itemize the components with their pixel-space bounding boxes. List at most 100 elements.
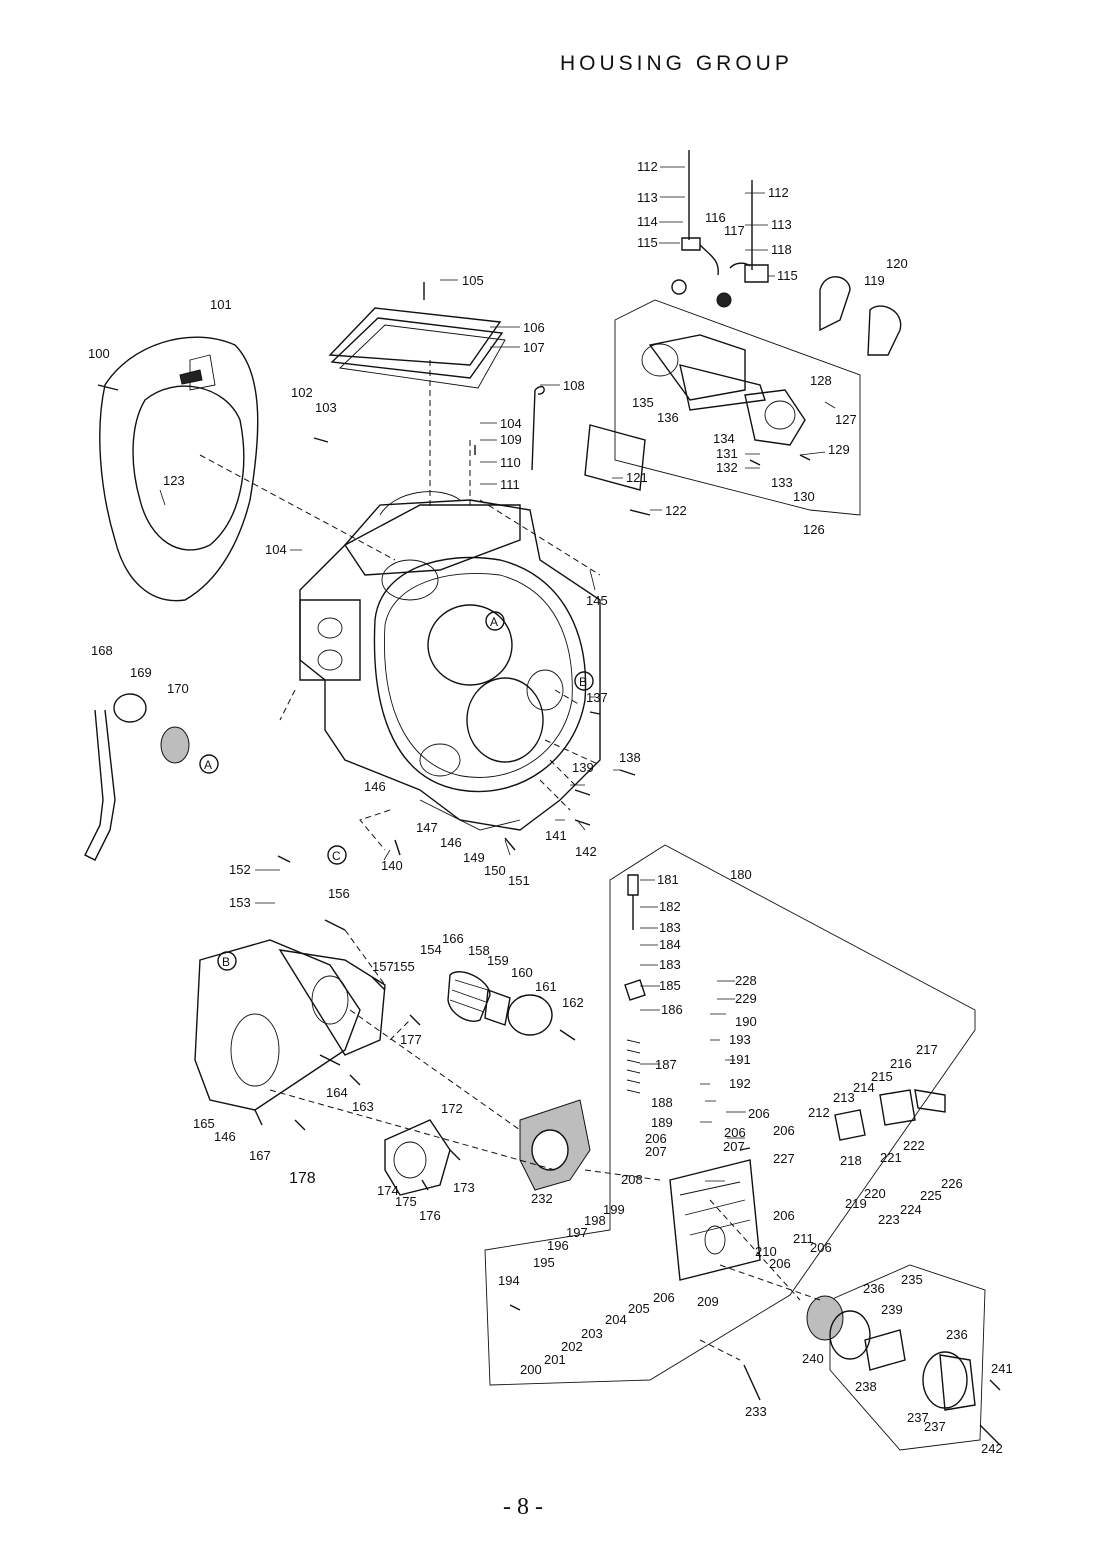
callout-155: 155: [393, 959, 415, 974]
ref-marker-b-1: B: [579, 675, 587, 689]
callout-113-right: 113: [771, 217, 792, 232]
callout-223: 223: [878, 1212, 900, 1227]
callout-217: 217: [916, 1042, 938, 1057]
callout-134: 134: [713, 431, 735, 446]
callout-206-d: 206: [773, 1208, 795, 1223]
callout-178: 178: [289, 1170, 316, 1187]
callout-104-right: 104: [500, 416, 522, 431]
callout-138: 138: [619, 750, 641, 765]
pump-group: [806, 1264, 986, 1451]
callout-175: 175: [395, 1194, 417, 1209]
callout-194: 194: [498, 1273, 520, 1288]
callout-202: 202: [561, 1339, 583, 1354]
callout-123: 123: [163, 473, 185, 488]
callout-142: 142: [575, 844, 597, 859]
page-number: - 8 -: [503, 1494, 543, 1520]
alignment-lines: [199, 360, 821, 1361]
callout-112-right: 112: [768, 185, 789, 200]
callout-146-b: 146: [440, 835, 462, 850]
callout-206-g: 206: [653, 1290, 675, 1305]
callout-206-h: 206: [724, 1125, 746, 1140]
callout-205: 205: [628, 1301, 650, 1316]
callout-184: 184: [659, 937, 681, 952]
callout-188: 188: [651, 1095, 673, 1110]
callout-164: 164: [326, 1085, 348, 1100]
ref-marker-c: C: [332, 849, 341, 863]
callout-206-b: 206: [773, 1123, 795, 1138]
control-valve-group: [484, 844, 976, 1386]
callout-218: 218: [840, 1153, 862, 1168]
callout-167: 167: [249, 1148, 271, 1163]
callout-196: 196: [547, 1238, 569, 1253]
callout-149: 149: [463, 850, 485, 865]
callout-157: 157: [372, 959, 394, 974]
callout-225: 225: [920, 1188, 942, 1203]
callout-177: 177: [400, 1032, 422, 1047]
callout-115-right: 115: [777, 268, 798, 283]
callout-220: 220: [864, 1186, 886, 1201]
callout-137: 137: [586, 690, 608, 705]
callout-204: 204: [605, 1312, 627, 1327]
callout-235: 235: [901, 1272, 923, 1287]
callout-110: 110: [500, 455, 521, 470]
callout-105: 105: [462, 273, 484, 288]
callout-226: 226: [941, 1176, 963, 1191]
callout-102: 102: [291, 385, 313, 400]
callout-163: 163: [352, 1099, 374, 1114]
callout-174: 174: [377, 1183, 399, 1198]
callout-215: 215: [871, 1069, 893, 1084]
callout-183-a: 183: [659, 920, 681, 935]
callout-238: 238: [855, 1379, 877, 1394]
callout-203: 203: [581, 1326, 603, 1341]
callout-159: 159: [487, 953, 509, 968]
callout-206-e: 206: [810, 1240, 832, 1255]
callout-151: 151: [508, 873, 530, 888]
ref-marker-a-2: A: [204, 758, 212, 772]
callout-193: 193: [729, 1032, 751, 1047]
callout-168: 168: [91, 643, 113, 658]
breather-lever: [84, 693, 190, 861]
rear-cover: [194, 939, 386, 1111]
callout-195: 195: [533, 1255, 555, 1270]
flywheel-housing: [99, 336, 259, 602]
callout-199: 199: [603, 1202, 625, 1217]
callout-206-a: 206: [748, 1106, 770, 1121]
callout-222: 222: [903, 1138, 925, 1153]
callout-213: 213: [833, 1090, 855, 1105]
callout-237-a: 237: [907, 1410, 929, 1425]
callout-236-b: 236: [946, 1327, 968, 1342]
callout-107: 107: [523, 340, 545, 355]
callout-112-left: 112: [637, 159, 658, 174]
callout-132: 132: [716, 460, 738, 475]
callout-185: 185: [659, 978, 681, 993]
callout-104-left: 104: [265, 542, 287, 557]
callout-152: 152: [229, 862, 251, 877]
callout-239: 239: [881, 1302, 903, 1317]
callout-209: 209: [697, 1294, 719, 1309]
callout-136: 136: [657, 410, 679, 425]
callout-140: 140: [381, 858, 403, 873]
reference-markers: A B A C B: [199, 611, 594, 971]
callout-162: 162: [562, 995, 584, 1010]
dipstick: [531, 385, 545, 471]
callout-240: 240: [802, 1351, 824, 1366]
callout-189: 189: [651, 1115, 673, 1130]
bracket-121: [584, 424, 646, 491]
main-housing: [299, 491, 601, 831]
callout-127: 127: [835, 412, 857, 427]
callout-200: 200: [520, 1362, 542, 1377]
callout-237-b: 237: [924, 1419, 946, 1434]
callout-131: 131: [716, 446, 738, 461]
callout-128: 128: [810, 373, 832, 388]
callout-208: 208: [621, 1172, 643, 1187]
top-cover: [328, 307, 506, 389]
callout-224: 224: [900, 1202, 922, 1217]
callout-206-f: 206: [769, 1256, 791, 1271]
callout-126: 126: [803, 522, 825, 537]
callout-122: 122: [665, 503, 687, 518]
callout-118: 118: [771, 242, 792, 257]
callout-106: 106: [523, 320, 545, 335]
callout-119: 119: [864, 273, 885, 288]
callout-241: 241: [991, 1361, 1013, 1376]
